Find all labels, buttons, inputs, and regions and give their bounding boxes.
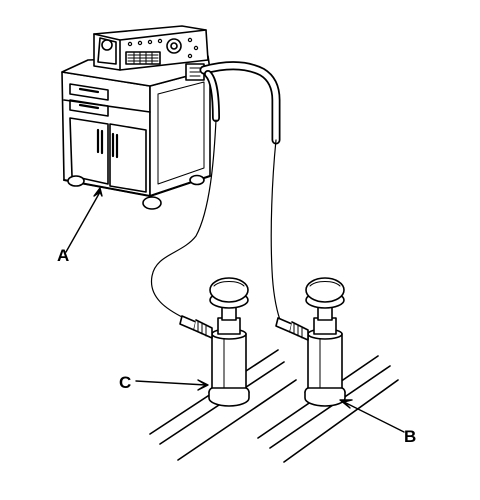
drawer-upper: [70, 84, 108, 100]
console-cabinet: [62, 26, 210, 209]
arrow-b-icon: [340, 400, 352, 408]
hose-to-jack-c: [151, 120, 216, 318]
callout-label-c: C: [119, 373, 132, 392]
hydraulic-jack-b: [276, 278, 345, 406]
drawer-lower: [70, 100, 108, 116]
gauge-icon: [102, 40, 112, 50]
arrow-c-icon: [198, 380, 208, 390]
caster-wheel: [143, 197, 161, 209]
leader-c: [136, 380, 208, 390]
cabinet-door-right: [110, 124, 146, 192]
hydraulic-jack-c: [180, 278, 249, 406]
arrow-a-icon: [94, 188, 102, 196]
cabinet-door-left: [70, 118, 108, 184]
hose-assembly: [151, 66, 280, 320]
keypad-icon: [126, 52, 160, 64]
dial-icon: [167, 39, 181, 53]
jack-c-fitting: [180, 316, 196, 330]
hose-to-jack-b: [271, 140, 280, 320]
leader-b: [340, 400, 404, 432]
caster-wheel: [68, 176, 84, 186]
jack-b-fitting: [276, 318, 292, 332]
caster-wheel: [190, 176, 204, 185]
callout-label-a: A: [57, 246, 70, 265]
leader-a: [66, 188, 102, 252]
callout-label-b: B: [404, 427, 417, 446]
